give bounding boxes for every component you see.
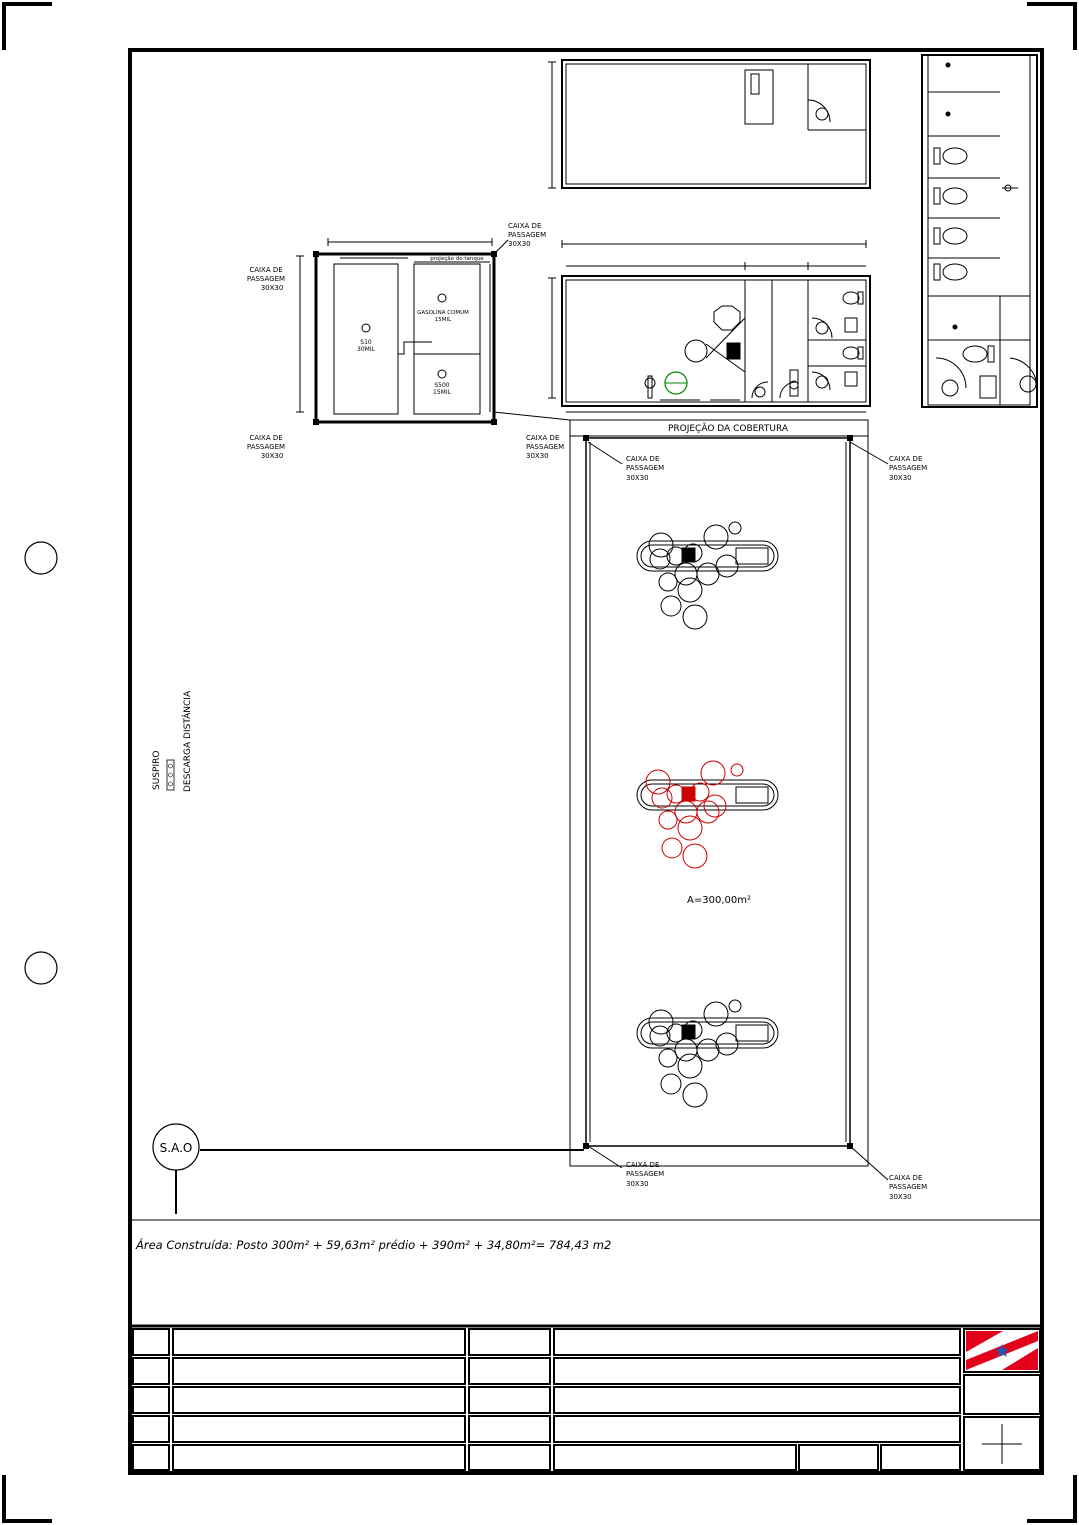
suspiro-symbol bbox=[166, 759, 175, 791]
tank-projection-label: projeção do tanque bbox=[430, 256, 484, 262]
caixa-label-br-1: CAIXA DE bbox=[526, 434, 559, 442]
binder-hole-top bbox=[24, 541, 58, 575]
suspiro-label: SUSPIRO bbox=[152, 751, 162, 790]
canopy-outline bbox=[569, 419, 889, 1181]
pump-island-2-highlighted bbox=[636, 760, 779, 869]
caixa-label-canopy-tr-2: PASSAGEM bbox=[889, 464, 927, 472]
caixa-label-canopy-br-1: CAIXA DE bbox=[889, 1174, 922, 1182]
sheet-border bbox=[128, 48, 1044, 1475]
caixa-label-tl-1: CAIXA DE bbox=[249, 266, 282, 274]
tank-s10-volume: 30MIL bbox=[357, 346, 376, 353]
caixa-label-canopy-bl-3: 30X30 bbox=[626, 1180, 649, 1188]
caixa-label-bl-2: PASSAGEM bbox=[247, 443, 285, 451]
caixa-label-canopy-bl-2: PASSAGEM bbox=[626, 1170, 664, 1178]
title-block bbox=[130, 1324, 1042, 1471]
descarga-label: DESCARGA DISTÂNCIA bbox=[181, 690, 193, 792]
caixa-label-canopy-tl-2: PASSAGEM bbox=[626, 464, 664, 472]
tank-s10-name: S10 bbox=[360, 339, 372, 346]
caixa-label-tl-3: 30X30 bbox=[261, 284, 284, 292]
caixa-label-canopy-tr-3: 30X30 bbox=[889, 474, 912, 482]
suspiro-dot-2 bbox=[168, 772, 173, 778]
caixa-label-canopy-br-2: PASSAGEM bbox=[889, 1183, 927, 1191]
caixa-label-tr-3: 30X30 bbox=[508, 240, 531, 248]
para-flag-logo bbox=[966, 1331, 1038, 1370]
store-building bbox=[548, 240, 871, 413]
caixa-label-canopy-br-3: 30X30 bbox=[889, 1193, 912, 1201]
caixa-label-tl-2: PASSAGEM bbox=[247, 275, 285, 283]
sao-label: S.A.O bbox=[160, 1141, 193, 1155]
caixa-label-br-2: PASSAGEM bbox=[526, 443, 564, 451]
suspiro-dot-1 bbox=[168, 763, 173, 769]
caixa-label-br-3: 30X30 bbox=[526, 452, 549, 460]
caixa-label-tr-2: PASSAGEM bbox=[508, 231, 546, 239]
pump-island-1 bbox=[636, 521, 779, 630]
caixa-label-canopy-tl-3: 30X30 bbox=[626, 474, 649, 482]
tank-s500-name: S500 bbox=[434, 382, 449, 389]
binder-hole-bottom bbox=[24, 951, 58, 985]
tank-gasolina-name: GASOLINA COMUM bbox=[417, 310, 469, 316]
built-area-text: Área Construída: Posto 300m² + 59,63m² p… bbox=[135, 1237, 611, 1252]
caixa-label-bl-3: 30X30 bbox=[261, 452, 284, 460]
tank-area bbox=[296, 238, 571, 424]
caixa-label-canopy-tr-1: CAIXA DE bbox=[889, 455, 922, 463]
pump-island-3 bbox=[636, 999, 779, 1108]
tank-s500-volume: 15MIL bbox=[433, 389, 452, 396]
tank-corner-boxes bbox=[313, 251, 497, 425]
caixa-label-canopy-bl-1: CAIXA DE bbox=[626, 1161, 659, 1169]
canopy-area-label: A=300,00m² bbox=[687, 895, 751, 906]
caixa-label-canopy-tl-1: CAIXA DE bbox=[626, 455, 659, 463]
suspiro-dot-3 bbox=[168, 781, 173, 787]
tank-gasolina-volume: 15MIL bbox=[435, 317, 452, 323]
caixa-label-bl-1: CAIXA DE bbox=[249, 434, 282, 442]
caixa-label-tr-1: CAIXA DE bbox=[508, 222, 541, 230]
canopy-corner-boxes bbox=[583, 435, 853, 1149]
top-building bbox=[548, 59, 871, 189]
restroom-block bbox=[921, 54, 1038, 408]
canopy-title: PROJEÇÃO DA COBERTURA bbox=[668, 423, 789, 434]
